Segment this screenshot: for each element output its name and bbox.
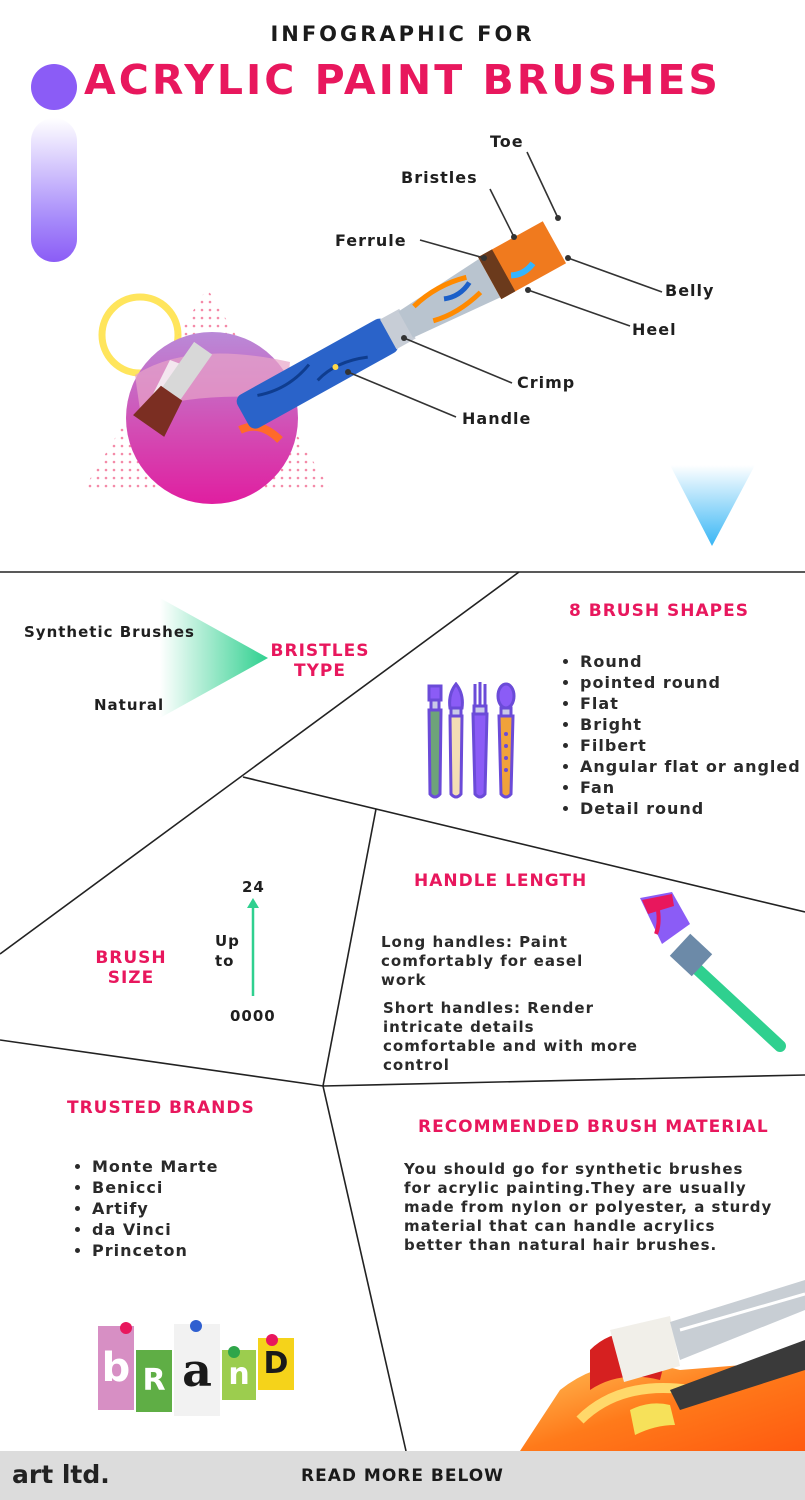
bristles-arrow (160, 598, 268, 718)
trusted-brands-list: Monte Marte Benicci Artify da Vinci Prin… (70, 1156, 218, 1261)
pin-icon (266, 1334, 278, 1346)
label-toe: Toe (490, 132, 524, 151)
brush-shapes-icon (427, 682, 516, 799)
list-item: Filbert (580, 735, 801, 756)
trusted-brands-heading: TRUSTED BRANDS (67, 1098, 255, 1118)
material-text: You should go for synthetic brushes for … (404, 1160, 773, 1254)
brush-size-arrow-icon (247, 898, 259, 996)
handle-length-long: Long handles: Paint comfortably for ease… (381, 933, 584, 989)
pin-icon (190, 1320, 202, 1332)
list-item: Angular flat or angled (580, 756, 801, 777)
handle-length-heading: HANDLE LENGTH (414, 871, 588, 891)
list-item: Fan (580, 777, 801, 798)
list-item: Monte Marte (92, 1156, 218, 1177)
list-item: Bright (580, 714, 801, 735)
list-item: pointed round (580, 672, 801, 693)
label-belly: Belly (665, 281, 715, 300)
brand-letter: n (222, 1350, 256, 1400)
label-heel: Heel (632, 320, 677, 339)
brand-badge: b R a n D (98, 1320, 298, 1420)
page-subtitle: INFOGRAPHIC FOR (270, 22, 535, 46)
material-heading: RECOMMENDED BRUSH MATERIAL (418, 1117, 769, 1137)
brush-size-heading: BRUSH SIZE (95, 948, 167, 988)
brush-size-up-to: Up to (215, 932, 240, 970)
list-item: da Vinci (92, 1219, 218, 1240)
brush-shapes-heading: 8 BRUSH SHAPES (569, 601, 749, 621)
footer-bar (0, 1451, 805, 1500)
list-item: Round (580, 651, 801, 672)
paint-brushes-photo (520, 1280, 805, 1451)
bristles-option-synthetic: Synthetic Brushes (24, 623, 195, 641)
pin-icon (120, 1322, 132, 1334)
label-crimp: Crimp (517, 373, 576, 392)
brand-letter: R (136, 1350, 172, 1412)
brush-size-min: 0000 (230, 1007, 276, 1025)
brand-logo: art ltd. (12, 1460, 110, 1489)
decor-purple-dot (31, 64, 77, 110)
brush-anatomy-illustration (82, 151, 755, 546)
decor-purple-pill (31, 118, 77, 262)
read-more-link[interactable]: READ MORE BELOW (301, 1466, 504, 1486)
bristles-type-heading: BRISTLES TYPE (270, 641, 370, 681)
bristles-option-natural: Natural (94, 696, 165, 714)
list-item: Princeton (92, 1240, 218, 1261)
paint-brush-icon (640, 892, 786, 1052)
page-title: ACRYLIC PAINT BRUSHES (84, 56, 721, 104)
brush-shapes-list: Round pointed round Flat Bright Filbert … (558, 651, 801, 819)
list-item: Flat (580, 693, 801, 714)
label-ferrule: Ferrule (335, 231, 407, 250)
label-bristles: Bristles (401, 168, 478, 187)
list-item: Artify (92, 1198, 218, 1219)
brush-size-max: 24 (242, 878, 265, 896)
list-item: Detail round (580, 798, 801, 819)
brand-letter: D (258, 1338, 294, 1390)
label-handle: Handle (462, 409, 532, 428)
list-item: Benicci (92, 1177, 218, 1198)
brand-letter: b (98, 1326, 134, 1410)
pin-icon (228, 1346, 240, 1358)
handle-length-short: Short handles: Render intricate details … (383, 999, 638, 1074)
brand-letter: a (174, 1324, 220, 1416)
